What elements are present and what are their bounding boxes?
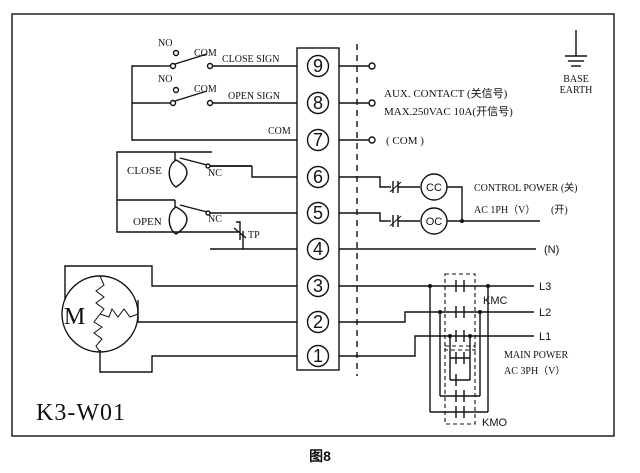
nc-label-1: NC <box>208 168 222 179</box>
terminal-6: 6 <box>306 165 330 189</box>
aux-contact-terminal-9 <box>368 62 376 70</box>
terminal-3-circle <box>306 274 330 298</box>
terminal-4-label: 4 <box>313 239 323 259</box>
terminal-5-circle <box>306 201 330 225</box>
open-sign-label: OPEN SIGN <box>228 91 280 102</box>
nc-label-2: NC <box>208 214 222 225</box>
terminal-8-label: 8 <box>313 93 323 113</box>
figure-caption: 图8 <box>309 448 331 464</box>
kmo-label: KMO <box>482 417 508 429</box>
motor-wire-3 <box>64 265 297 300</box>
terminal-2-circle <box>306 310 330 334</box>
open-label: OPEN <box>133 216 162 228</box>
tp-label: TP <box>248 230 260 241</box>
com-label-2: COM <box>194 84 217 95</box>
open-cn-label: (开) <box>551 205 568 216</box>
model-label: K3-W01 <box>36 400 126 426</box>
earth-label: EARTH <box>560 85 593 96</box>
l1-label: L1 <box>539 331 551 343</box>
terminal-5-label: 5 <box>313 203 323 223</box>
close-sign-switch <box>160 49 297 70</box>
aux-contact-terminal-8 <box>368 99 376 107</box>
terminal-6-label: 6 <box>313 167 323 187</box>
kmc-label: KMC <box>483 295 508 307</box>
wire-6-out <box>339 176 387 188</box>
motor-wire-2 <box>137 300 297 323</box>
thermal-protector-symbol <box>210 221 297 250</box>
motor-winding-2 <box>99 307 139 318</box>
coil-oc-label: OC <box>426 216 443 228</box>
control-power-node <box>460 219 464 223</box>
motor-winding-3 <box>93 313 103 353</box>
com-label-7: COM <box>268 126 291 137</box>
ac3ph-label: AC 3PH（V） <box>504 365 565 377</box>
control-power-label: CONTROL POWER (关) <box>474 181 578 194</box>
close-label: CLOSE <box>127 165 162 177</box>
close-sign-label: CLOSE SIGN <box>222 54 280 65</box>
terminal-block <box>296 47 340 371</box>
terminal-8-circle <box>306 91 330 115</box>
terminal-1-label: 1 <box>313 346 323 366</box>
terminal-2: 2 <box>306 310 330 334</box>
open-limit-switch <box>168 200 297 235</box>
no-label-2: NO <box>158 74 172 85</box>
terminal-5: 5 <box>306 201 330 225</box>
motor-winding-1 <box>95 275 105 315</box>
close-limit-switch <box>168 152 297 188</box>
com-label-1: COM <box>194 48 217 59</box>
motor-symbol: M <box>64 304 86 330</box>
terminal-7: 7 <box>306 128 330 152</box>
terminal-9-label: 9 <box>313 56 323 76</box>
com-right-label: ( COM ) <box>386 135 424 147</box>
l2-label: L2 <box>539 307 551 319</box>
l3-label: L3 <box>539 281 551 293</box>
aux-contact-label: AUX. CONTACT (关信号) <box>384 86 508 100</box>
aux-rating-label: MAX.250VAC 10A(开信号) <box>384 105 513 118</box>
coil-bus-wire <box>447 186 463 222</box>
diagram-frame <box>11 13 615 437</box>
no-label-1: NO <box>158 38 172 49</box>
neutral-label: (N) <box>544 244 559 256</box>
contactor-network <box>428 273 490 425</box>
wire-2-out <box>339 311 534 323</box>
motor-wire-1 <box>99 350 297 373</box>
terminal-6-circle <box>306 165 330 189</box>
terminal-8: 8 <box>306 91 330 115</box>
terminal-1-circle <box>306 344 330 368</box>
terminal-1: 1 <box>306 344 330 368</box>
main-power-label: MAIN POWER <box>504 350 568 361</box>
earth-icon <box>565 30 587 67</box>
coil-cc-label: CC <box>426 182 442 194</box>
contact-cc-symbol <box>387 181 420 193</box>
terminal-7-circle <box>306 128 330 152</box>
contact-oc-symbol <box>387 215 420 227</box>
aux-contact-terminal-7 <box>368 136 376 144</box>
terminal-4: 4 <box>306 237 330 261</box>
terminal-7-label: 7 <box>313 130 323 150</box>
terminal-9-circle <box>306 54 330 78</box>
ac1ph-label: AC 1PH（V） <box>474 204 535 216</box>
base-label: BASE <box>563 74 589 85</box>
terminal-9: 9 <box>306 54 330 78</box>
wire-5-out <box>339 212 387 222</box>
terminal-4-circle <box>306 237 330 261</box>
terminal-3: 3 <box>306 274 330 298</box>
terminal-3-label: 3 <box>313 276 323 296</box>
open-sign-switch <box>160 86 297 107</box>
terminal-2-label: 2 <box>313 312 323 332</box>
